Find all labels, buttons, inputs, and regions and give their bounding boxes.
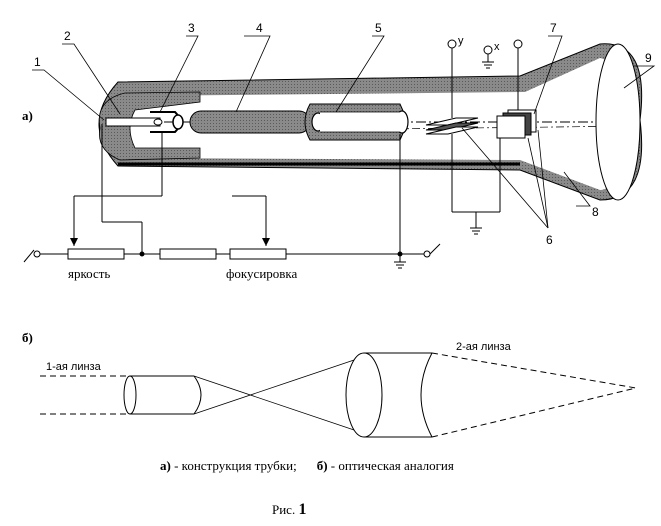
bus-line — [23, 243, 441, 269]
y-deflection-plates — [425, 117, 479, 135]
wiring-ground — [451, 134, 501, 235]
label-8: 8 — [592, 205, 599, 219]
optical-analogy: б) 1-ая линза 2-ая линза — [22, 330, 637, 438]
label-2: 2 — [64, 29, 71, 43]
terminal-x-label: x — [494, 41, 500, 53]
first-anode — [189, 110, 311, 134]
label-4: 4 — [256, 21, 263, 35]
caption-line: а) - конструкция трубки; б) - оптическая … — [160, 458, 454, 473]
fig-number: 1 — [298, 501, 306, 518]
part-b-label: б) — [22, 330, 33, 345]
caption-b-label: б) — [317, 458, 328, 473]
figure-number: Рис. 1 — [272, 501, 306, 518]
label-1: 1 — [34, 55, 41, 69]
knob-brightness-label: яркость — [68, 266, 110, 281]
lens1-label: 1-ая линза — [46, 361, 102, 373]
lens-2 — [345, 352, 433, 438]
label-3: 3 — [188, 21, 195, 35]
caption: а) - конструкция трубки; б) - оптическая … — [160, 458, 454, 518]
wiring-knobs — [73, 124, 401, 254]
terminal-y-label: y — [458, 35, 464, 47]
x-deflection-plates — [496, 109, 537, 139]
tube-axis-2 — [299, 125, 641, 131]
gun-body — [98, 91, 201, 161]
caption-b-text: - оптическая аналогия — [328, 458, 454, 473]
leader-lines — [32, 35, 656, 229]
terminals — [447, 39, 523, 118]
label-7: 7 — [550, 21, 557, 35]
label-5: 5 — [375, 21, 382, 35]
knob-focus-label: фокусировка — [226, 266, 298, 281]
label-9: 9 — [645, 51, 652, 65]
lens-1 — [123, 375, 202, 415]
lens2-label: 2-ая линза — [456, 341, 512, 353]
caption-a-text: - конструкция трубки; — [171, 458, 297, 473]
caption-a-label: а) — [160, 458, 171, 473]
fig-prefix: Рис. — [272, 502, 298, 517]
part-a-label: а) — [22, 108, 33, 123]
screen — [595, 43, 641, 201]
crt-diagram: 1 2 3 4 5 6 7 8 9 y x а) яркость фокусир… — [22, 21, 656, 281]
label-6: 6 — [546, 233, 553, 247]
cathode — [105, 117, 161, 127]
